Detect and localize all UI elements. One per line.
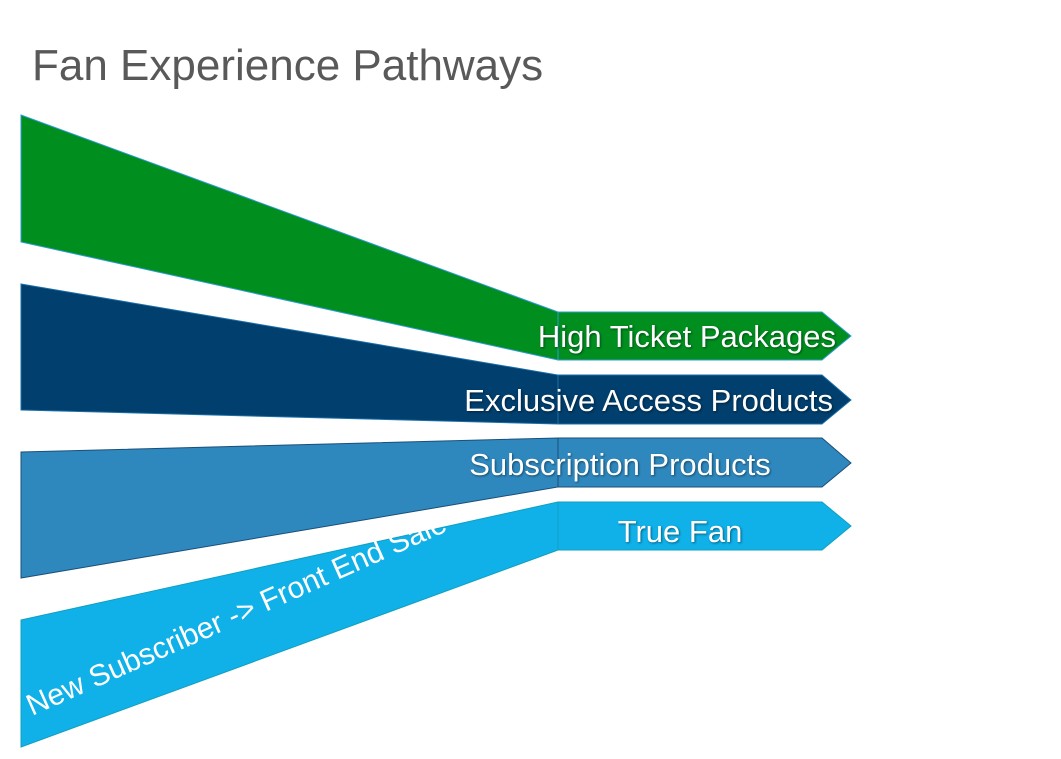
label-high-ticket: High Ticket Packages (538, 319, 836, 354)
arrow-subscription (557, 437, 852, 488)
slide-title: Fan Experience Pathways (32, 41, 544, 90)
arrow-exclusive-access (557, 374, 852, 425)
label-exclusive-access: Exclusive Access Products (464, 383, 833, 418)
label-true-fan: True Fan (618, 514, 743, 549)
arrow-high-ticket (557, 311, 852, 361)
arrow-true-fan (557, 501, 852, 551)
label-subscription: Subscription Products (469, 447, 771, 482)
